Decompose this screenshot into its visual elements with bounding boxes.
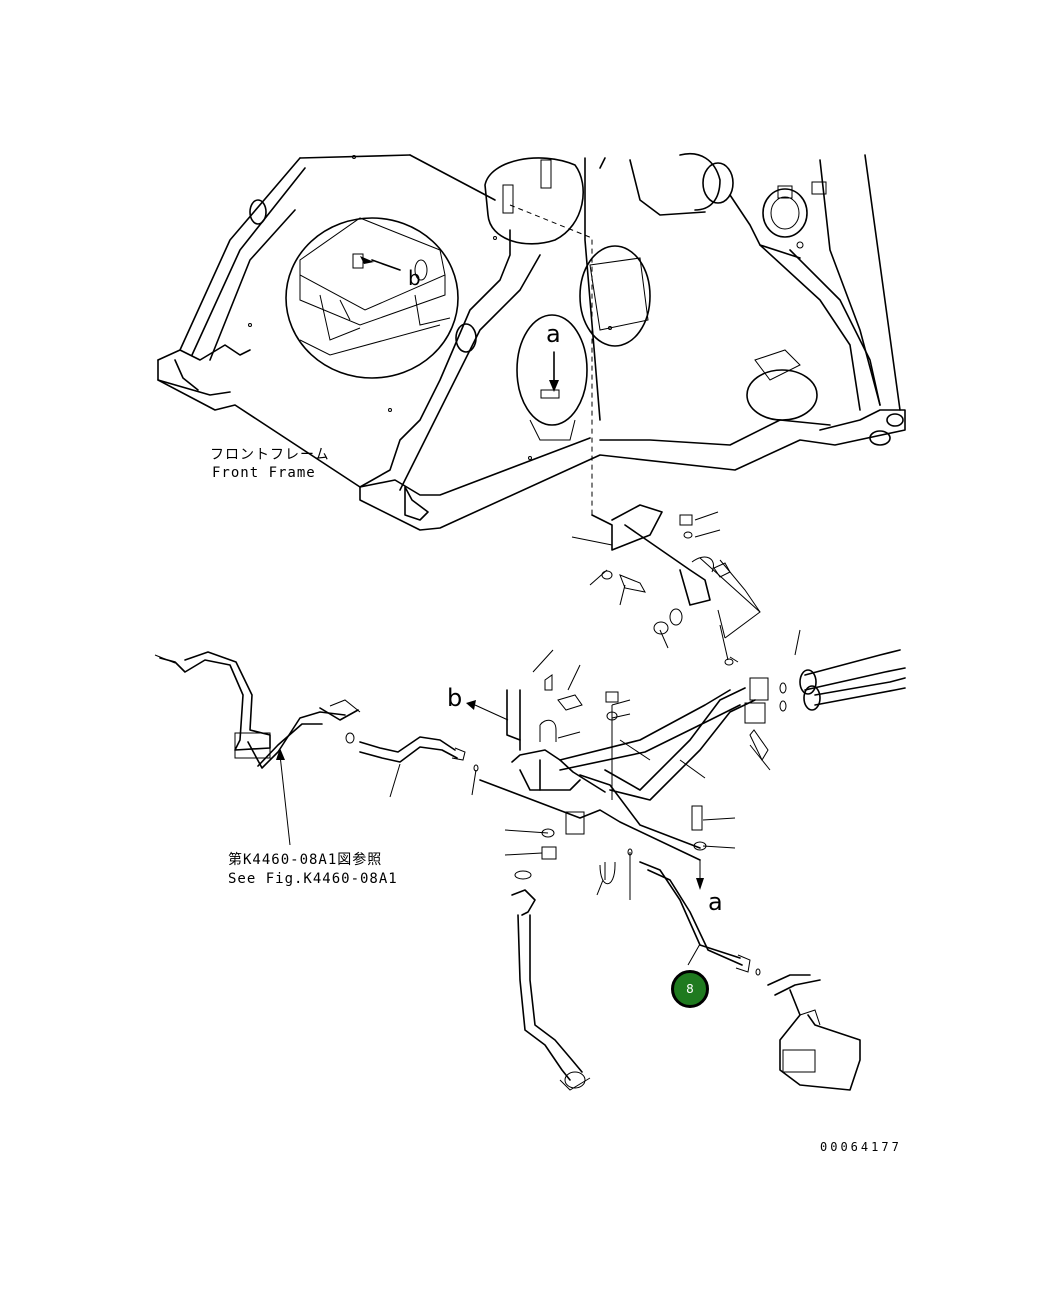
front-frame-label-en: Front Frame <box>212 465 316 481</box>
view-b-inset-label: b <box>408 266 421 290</box>
part-callout-8-label: 8 <box>686 982 694 996</box>
lower-hoses <box>511 861 861 1091</box>
view-a-label-bottom: a <box>708 888 723 916</box>
view-a-label-top: a <box>546 320 561 348</box>
front-frame-label-jp: フロントフレーム <box>210 447 330 463</box>
part-callout-8-button[interactable]: 8 <box>671 970 709 1008</box>
front-frame-outline <box>157 153 906 531</box>
left-hose-assembly <box>154 651 479 772</box>
bracket-assembly <box>591 504 731 635</box>
see-figure-label-en: See Fig.K4460-08A1 <box>228 871 398 887</box>
center-pipe-assembly <box>479 649 906 885</box>
drawing-number: 00064177 <box>820 1140 902 1154</box>
callout-leaders <box>276 511 801 966</box>
see-figure-label-jp: 第K4460-08A1図参照 <box>228 852 383 868</box>
view-b-label: b <box>447 684 463 712</box>
